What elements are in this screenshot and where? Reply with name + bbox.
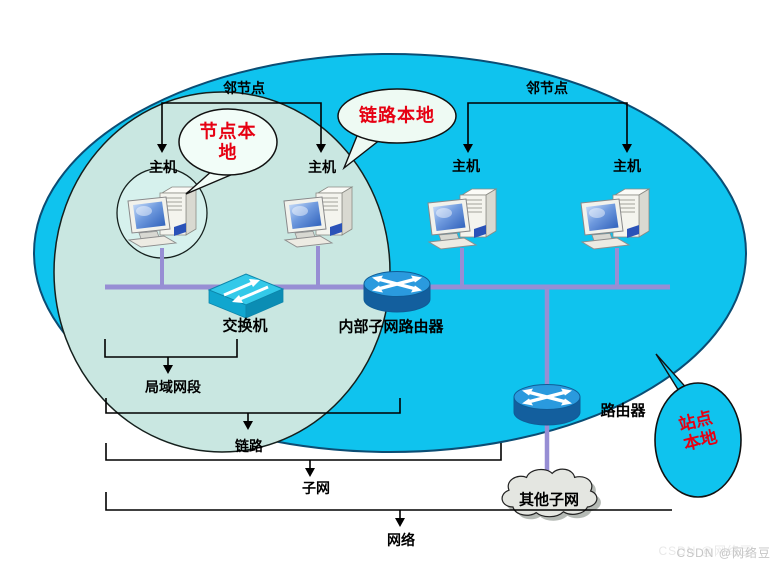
link-local-callout-text: 链路本地 <box>359 105 435 126</box>
watermark: CSDN @网络豆 <box>676 546 771 560</box>
other-subnet-cloud <box>501 468 601 521</box>
link-local-callout <box>337 88 457 171</box>
network-bracket <box>105 492 672 519</box>
neighbor-right-label: 邻节点 <box>526 79 568 96</box>
internal-router-icon <box>363 271 431 313</box>
router-icon <box>513 384 581 426</box>
neighbor-right-bracket <box>467 102 628 144</box>
node-local-callout <box>178 108 278 195</box>
subnet-label: 子网 <box>302 479 330 496</box>
node-local-callout-text: 节点本地 <box>199 121 257 162</box>
lan-segment-label: 局域网段 <box>145 378 201 395</box>
arrowheads <box>157 144 632 527</box>
host-label-3: 主机 <box>452 157 480 174</box>
internal-router-label: 内部子网路由器 <box>338 318 444 336</box>
host-label-4: 主机 <box>613 157 641 174</box>
link-label: 链路 <box>235 437 263 454</box>
switch-label: 交换机 <box>222 317 268 335</box>
host-label-2: 主机 <box>308 158 336 175</box>
other-subnet-label: 其他子网 <box>518 491 580 509</box>
host-label-1: 主机 <box>149 158 177 175</box>
switch-icon <box>207 273 285 319</box>
router-label: 路由器 <box>600 402 646 420</box>
subnet-bracket <box>105 443 502 469</box>
link-bracket <box>105 398 401 422</box>
lan-segment-bracket <box>104 339 238 366</box>
site-local-callout <box>654 353 742 498</box>
network-label: 网络 <box>387 531 415 548</box>
neighbor-left-label: 邻节点 <box>223 79 265 96</box>
neighbor-left-bracket <box>161 102 322 144</box>
